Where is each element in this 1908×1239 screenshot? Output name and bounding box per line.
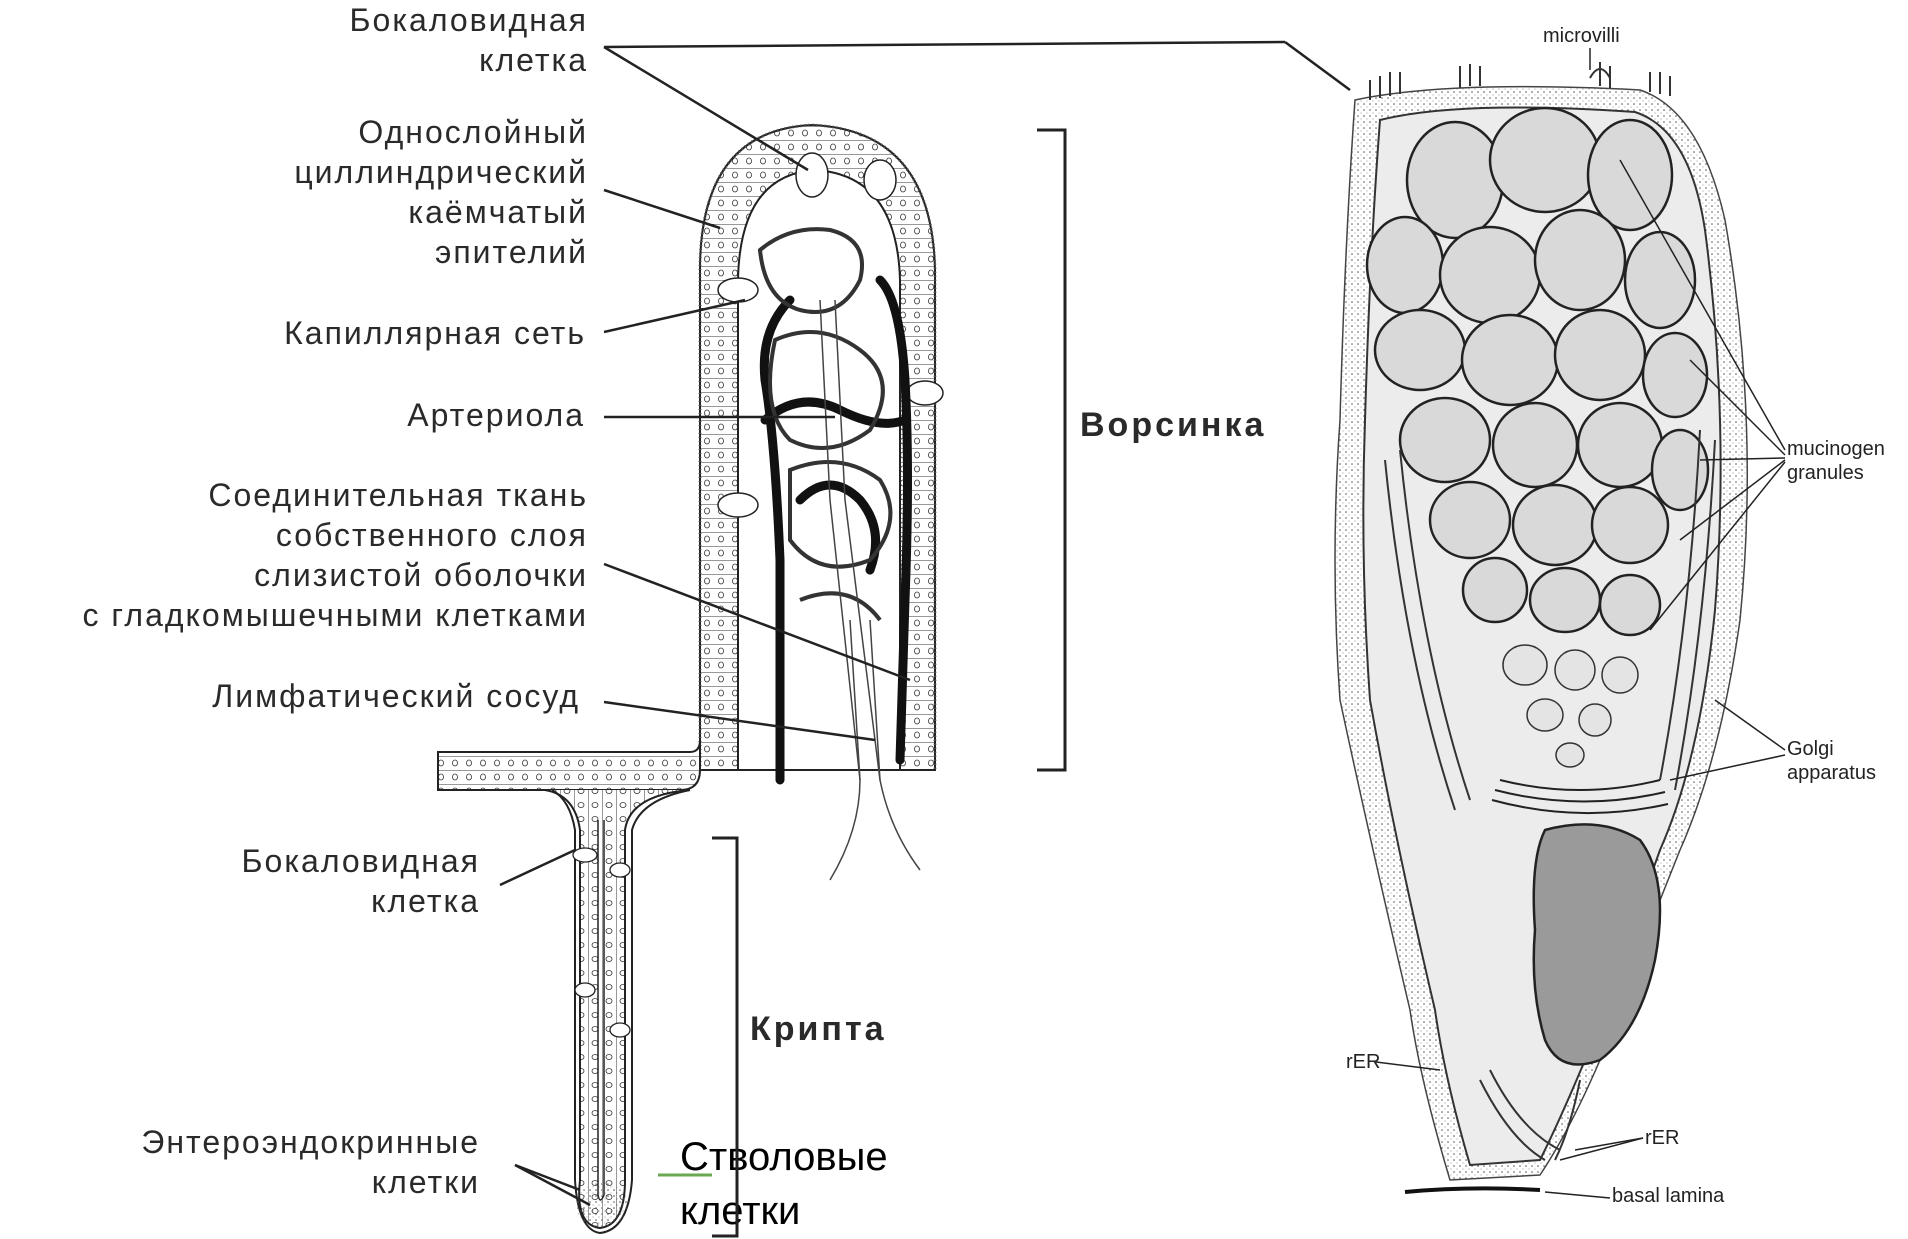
nucleus (1534, 824, 1660, 1064)
crypt-bracket (712, 838, 737, 1236)
villus-drawing (700, 125, 943, 880)
basal-lamina-line (1405, 1188, 1540, 1192)
villus-bracket (1037, 130, 1065, 770)
goblet-cell-ultrastructure (1335, 62, 1747, 1192)
crypt-drawing (438, 740, 700, 1233)
